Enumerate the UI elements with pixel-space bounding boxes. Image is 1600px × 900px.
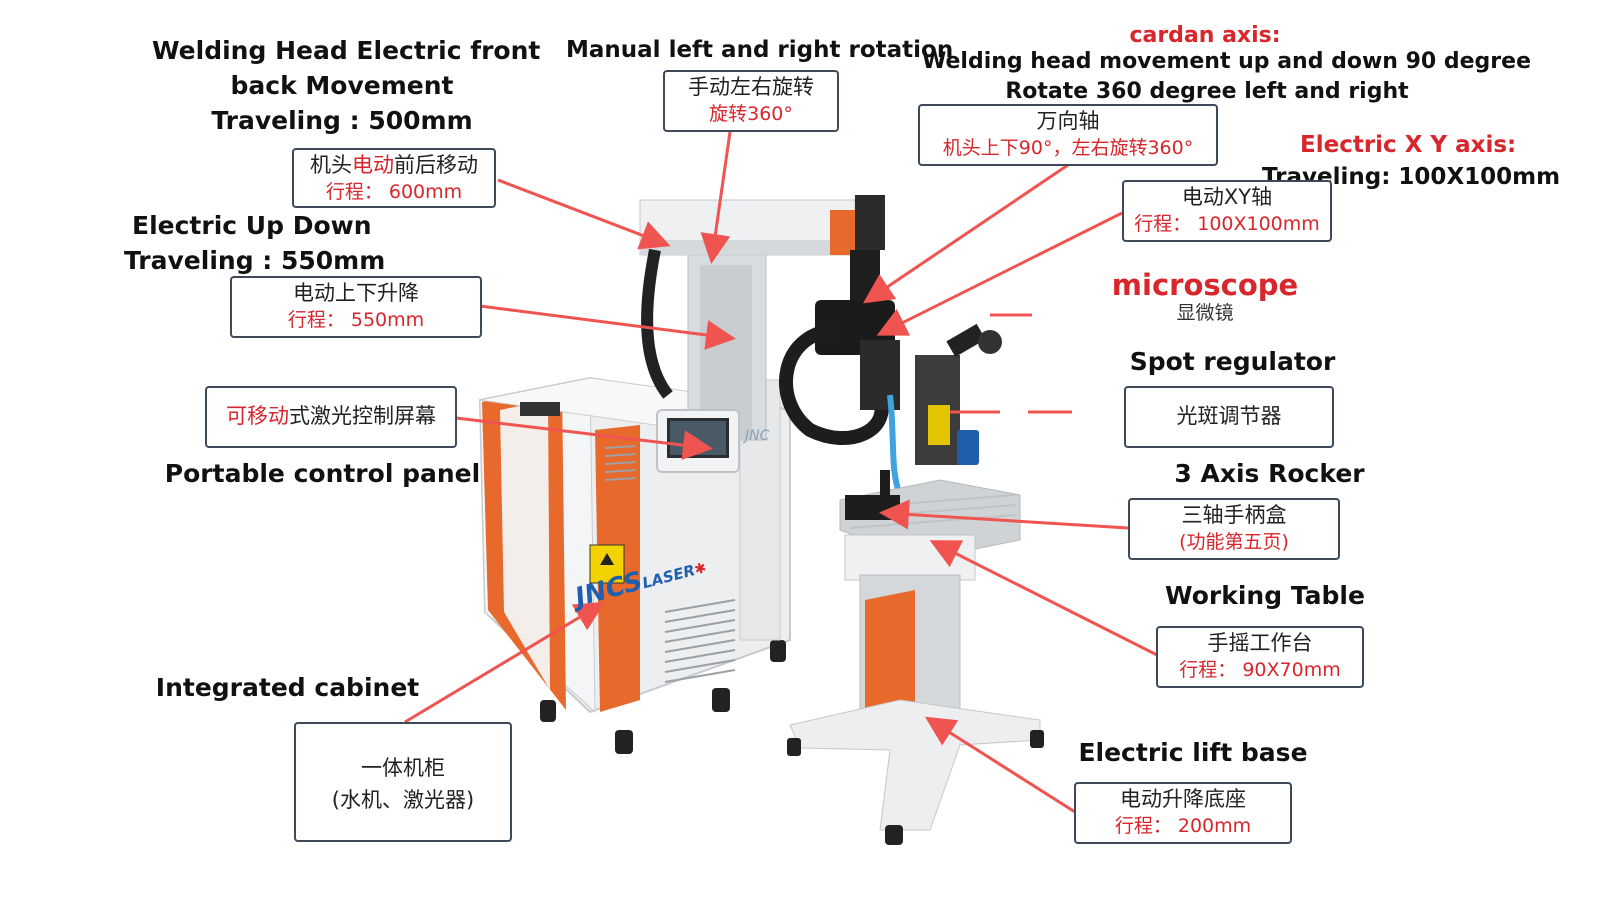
box-text-highlight: 电动 [352,153,394,177]
box-title: 电动XY轴 [1181,185,1273,209]
label-electric-updown: Electric Up Down Traveling : 550mm [114,208,386,278]
box-title: 电动上下升降 [293,281,419,305]
box-xy: 电动XY轴 行程： 100X100mm [1122,180,1332,242]
label-line: back Movement [230,71,454,100]
label-spot-regulator: Spot regulator [1129,347,1336,376]
box-panel: 可移动式激光控制屏幕 [205,386,457,448]
label-line: Traveling : 500mm [211,106,473,135]
box-title: 手摇工作台 [1207,631,1313,655]
box-spot: 光斑调节器 [1124,386,1334,448]
box-title: 电动升降底座 [1120,787,1246,811]
label-line: Traveling : 550mm [124,246,386,275]
working-table [787,470,1044,845]
box-travel: (功能第五页) [1179,531,1289,553]
label-cardan-title: cardan axis: [1129,23,1281,48]
box-text: 机头 [310,153,352,177]
box-updown: 电动上下升降 行程： 550mm [230,276,482,338]
label-manual-rotation: Manual left and right rotation [566,37,954,63]
label-integrated-cabinet: Integrated cabinet [155,673,420,702]
box-travel: 行程： 90X70mm [1179,659,1341,681]
box-text-highlight: 可移动 [226,404,289,428]
label-electric-xy-title: Electric X Y axis: [1300,132,1517,158]
label-line: Welding Head Electric front [152,36,541,65]
label-welding-head-move: Welding Head Electric front back Movemen… [152,33,541,138]
side-brand-text: JNC [745,428,770,444]
label-three-axis-rocker: 3 Axis Rocker [1174,459,1365,488]
box-text: 前后移动 [394,153,478,177]
box-table: 手摇工作台 行程： 90X70mm [1156,626,1364,688]
box-travel: 行程： 100X100mm [1134,213,1320,235]
box-head-move: 机头电动前后移动 行程： 600mm [292,148,496,208]
box-travel: 行程： 600mm [325,181,463,203]
box-travel: 机头上下90°，左右旋转360° [942,137,1194,159]
label-line: Rotate 360 degree left and right [1005,79,1409,104]
label-microscope: microscope [1111,268,1299,302]
label-microscope-cn: 显微镜 [1176,302,1234,324]
box-rocker: 三轴手柄盒 (功能第五页) [1128,498,1340,560]
welding-head [779,250,1002,497]
box-manual-rotation: 手动左右旋转 旋转360° [663,70,839,132]
box-title: 万向轴 [1036,109,1100,133]
box-cabinet: 一体机柜 (水机、激光器) [294,722,512,842]
box-title: 光斑调节器 [1176,404,1282,428]
box-cardan: 万向轴 机头上下90°，左右旋转360° [918,104,1218,166]
box-title: 三轴手柄盒 [1181,503,1287,527]
box-text: 式激光控制屏幕 [289,404,436,428]
box-subtitle: (水机、激光器) [331,788,475,812]
box-title: 一体机柜 [361,756,445,780]
control-screen [656,409,740,473]
label-line: Welding head movement up and down 90 deg… [922,49,1531,74]
callout-arrows [404,131,1158,814]
box-lift: 电动升降底座 行程： 200mm [1074,782,1292,844]
label-cardan-desc: Welding head movement up and down 90 deg… [922,47,1531,107]
label-electric-lift-base: Electric lift base [1078,738,1308,767]
box-travel: 行程： 200mm [1114,815,1252,837]
label-line: Electric Up Down [132,211,372,240]
label-working-table: Working Table [1165,581,1365,610]
label-portable-panel: Portable control panel [164,459,481,488]
box-travel: 行程： 550mm [287,309,425,331]
box-title: 手动左右旋转 [688,75,814,99]
box-travel: 旋转360° [709,103,793,125]
